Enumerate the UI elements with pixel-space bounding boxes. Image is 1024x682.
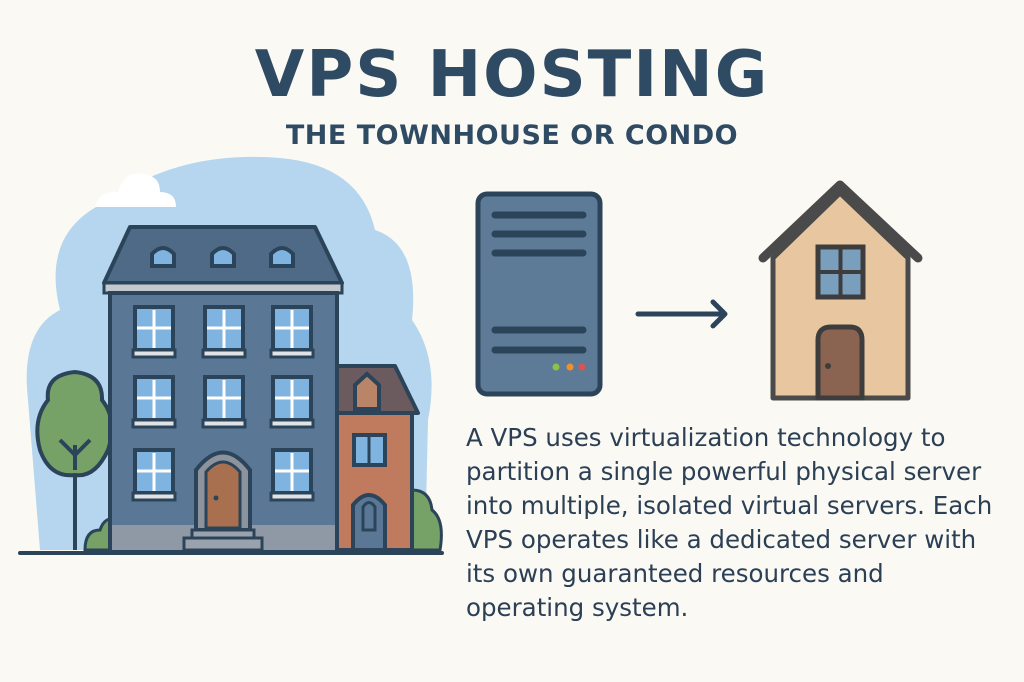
house-icon (758, 180, 923, 401)
small-townhouse-icon (335, 364, 420, 552)
description-text: A VPS uses virtualization technology to … (466, 423, 993, 622)
cloud-icon (95, 173, 176, 207)
townhouse-building-icon (102, 225, 344, 552)
page-title: VPS HOSTING (254, 38, 770, 112)
tree-icon (35, 369, 114, 550)
server-icon (475, 191, 603, 397)
page-subtitle: THE TOWNHOUSE OR CONDO (285, 120, 739, 151)
arrow-right-icon (635, 299, 728, 329)
